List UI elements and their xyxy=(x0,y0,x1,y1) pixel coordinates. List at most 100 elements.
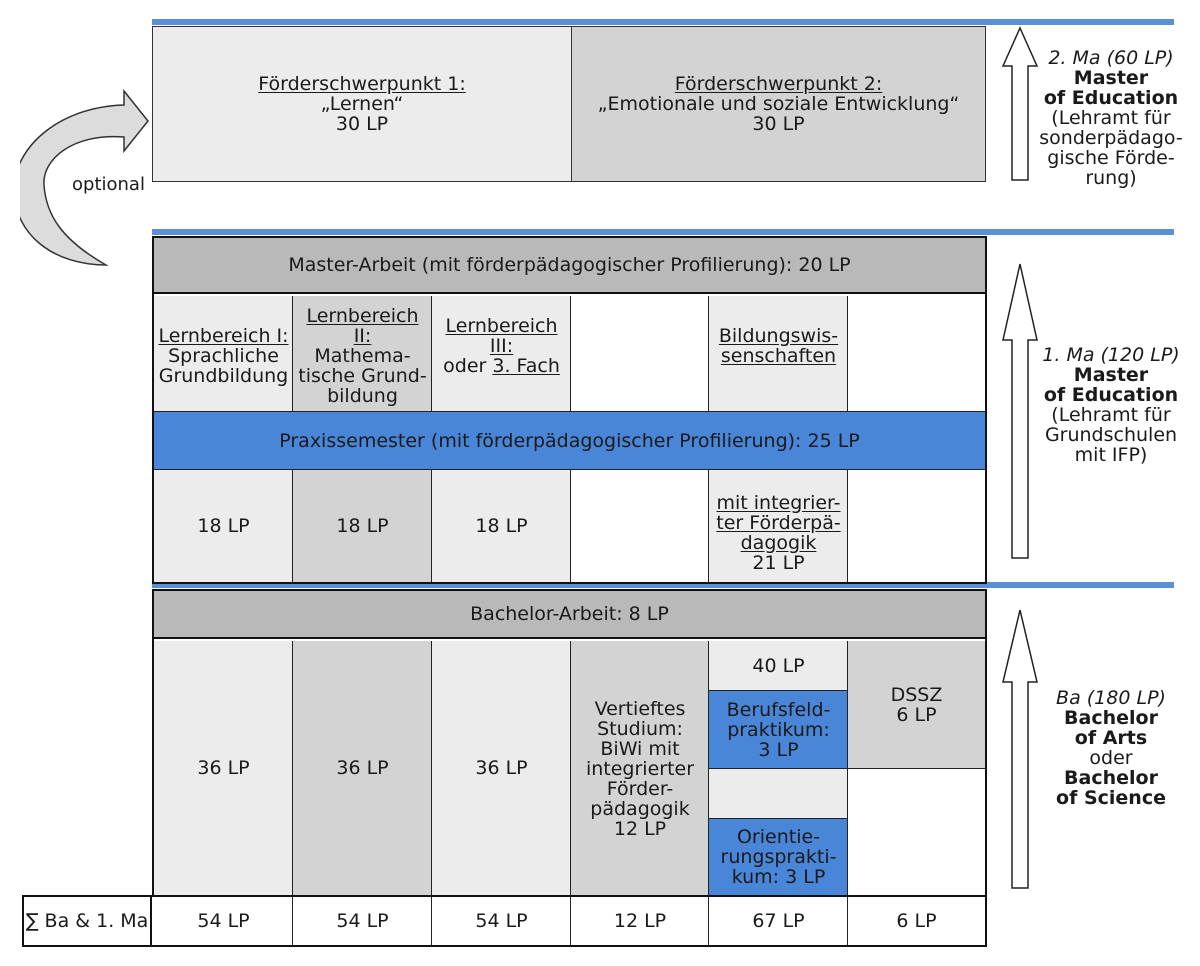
ba-col-divider xyxy=(292,641,293,895)
ma1-col-divider xyxy=(708,469,709,582)
fs1-lp: 30 LP xyxy=(335,113,389,135)
bachelor-arbeit-label: Bachelor-Arbeit: 8 LP xyxy=(470,603,669,625)
lb3-line2: III: xyxy=(489,335,514,357)
sum-col-divider xyxy=(292,897,293,945)
foerderschwerpunkt-2-box: Förderschwerpunkt 2: „Emotionale und soz… xyxy=(571,26,986,182)
foerderschwerpunkt-1-box: Förderschwerpunkt 1: „Lernen“ 30 LP xyxy=(152,26,572,182)
ba-empty-white-cell xyxy=(848,768,985,895)
side-ma1-line3: of Education xyxy=(1043,384,1179,406)
side-label-ma1: 1. Ma (120 LP) Master of Education (Lehr… xyxy=(1036,345,1186,465)
orient-line3: kum: 3 LP xyxy=(731,865,826,888)
vertieft-line7: 12 LP xyxy=(613,818,667,840)
lb2-line3: Mathema- xyxy=(314,345,411,367)
side-ma1-line6: mit IFP) xyxy=(1074,444,1148,466)
vertieft-line3: BiWi mit xyxy=(600,738,680,760)
orient-line1: Orientie- xyxy=(736,825,821,848)
vertieft-line5: Förder- xyxy=(606,778,674,800)
sum-col-divider xyxy=(570,897,571,945)
ma1-row-divider-2 xyxy=(154,469,985,470)
beruf-line2: praktikum: xyxy=(727,718,830,741)
empty-cell-ma1-d xyxy=(848,469,985,582)
up-arrow-ba-icon xyxy=(1002,609,1038,889)
master-arbeit-label: Master-Arbeit (mit förderpädagogischer P… xyxy=(288,254,851,276)
ba-empty-gray-cell xyxy=(709,768,848,818)
sum-cell: 54 LP xyxy=(432,897,571,945)
side-ma2-line6: gische Förde- xyxy=(1047,147,1175,169)
ma1-col-divider xyxy=(292,296,293,412)
lb3-line3b: 3. Fach xyxy=(492,355,560,377)
dssz-line1: DSSZ xyxy=(890,684,943,706)
sum-value-2: 54 LP xyxy=(336,910,389,932)
separator-line-top xyxy=(152,19,1174,25)
sum-cell: 54 LP xyxy=(293,897,432,945)
beruf-line1: Berufsfeld- xyxy=(726,698,831,721)
side-label-ma2: 2. Ma (60 LP) Master of Education (Lehra… xyxy=(1036,48,1186,188)
side-ba-line1: Ba (180 LP) xyxy=(1056,687,1166,709)
biwi-line1: Bildungswis- xyxy=(718,325,839,347)
side-ma2-line1: 2. Ma (60 LP) xyxy=(1048,47,1174,69)
empty-cell-ma1-b xyxy=(848,296,985,412)
fs2-title: Förderschwerpunkt 2: xyxy=(674,73,883,95)
ma1-col-divider xyxy=(431,296,432,412)
side-ma1-line4: (Lehramt für xyxy=(1051,404,1171,426)
lernbereich-1-cell: Lernbereich I: Sprachliche Grundbildung xyxy=(154,296,293,412)
ba-lp-3: 36 LP xyxy=(475,757,528,779)
optional-label: optional xyxy=(70,174,147,195)
lb1-line1: Lernbereich I: xyxy=(158,325,289,347)
vertieft-line1: Vertieftes xyxy=(594,698,686,720)
fs2-sub: „Emotionale und soziale Entwicklung“ xyxy=(597,93,960,115)
separator-line-ba xyxy=(152,582,1174,588)
side-ma1-line5: Grundschulen xyxy=(1044,424,1178,446)
side-ma2-line2: Master xyxy=(1073,67,1149,89)
side-ba-line6: of Science xyxy=(1056,787,1166,809)
ma1-lp-cell-3: 18 LP xyxy=(432,469,571,582)
ma1-lp-cell-2: 18 LP xyxy=(293,469,432,582)
side-ma1-line1: 1. Ma (120 LP) xyxy=(1042,344,1180,366)
sum-col-divider xyxy=(708,897,709,945)
side-ma1-line2: Master xyxy=(1073,364,1149,386)
side-ma2-line5: sonderpädago- xyxy=(1039,127,1183,149)
ma1-col-divider xyxy=(570,469,571,582)
vertieftes-studium-cell: Vertieftes Studium: BiWi mit integrierte… xyxy=(571,641,709,895)
lernbereich-3-cell: Lernbereich III: oder 3. Fach xyxy=(432,296,571,412)
beruf-line3: 3 LP xyxy=(758,738,799,761)
sum-value-4: 12 LP xyxy=(613,910,667,932)
sum-cell: 12 LP xyxy=(571,897,709,945)
bachelor-arbeit-bar: Bachelor-Arbeit: 8 LP xyxy=(154,591,985,639)
sum-label-cell: ∑ Ba & 1. Ma xyxy=(24,897,152,945)
ba-lp40-cell: 40 LP xyxy=(709,641,848,691)
fs2-lp: 30 LP xyxy=(752,113,805,135)
bildungswissenschaften-cell: Bildungswis- senschaften xyxy=(709,296,848,412)
lb2-line1: Lernbereich xyxy=(306,305,419,327)
ma1-col-divider xyxy=(847,296,848,412)
fs1-sub: „Lernen“ xyxy=(320,93,404,115)
side-ba-line4: oder xyxy=(1089,747,1133,769)
ba-row-divider xyxy=(709,768,985,769)
side-ba-line5: Bachelor xyxy=(1064,767,1158,789)
ma1-lp-2: 18 LP xyxy=(336,514,389,537)
optional-curved-arrow-icon xyxy=(20,88,149,266)
lb2-line4: tische Grund- xyxy=(298,365,427,387)
side-ma2-line4: (Lehramt für xyxy=(1051,107,1171,129)
sum-cell: 67 LP xyxy=(709,897,848,945)
sum-label: ∑ Ba & 1. Ma xyxy=(25,910,149,932)
sum-value-1: 54 LP xyxy=(197,910,250,932)
side-ma2-line7: rung) xyxy=(1085,167,1137,189)
dssz-cell: DSSZ 6 LP xyxy=(848,641,985,768)
ba-lp-cell-3: 36 LP xyxy=(432,641,571,895)
sum-cell: 54 LP xyxy=(154,897,293,945)
sum-value-5: 67 LP xyxy=(752,910,805,932)
orient-line2: rungsprakti- xyxy=(720,845,837,868)
ma1-row-divider xyxy=(154,411,985,412)
side-ba-line3: of Arts xyxy=(1074,727,1148,749)
ma1-lp-1: 18 LP xyxy=(197,514,250,537)
sum-value-6: 6 LP xyxy=(896,910,937,932)
empty-cell-ma1-c xyxy=(571,469,709,582)
ba-col-divider xyxy=(431,641,432,895)
lb3-line1: Lernbereich xyxy=(445,315,558,337)
praxissemester-label: Praxissemester (mit förderpädagogischer … xyxy=(279,429,860,452)
ma1-col-divider xyxy=(847,469,848,582)
separator-line-ma1 xyxy=(152,229,1174,235)
ma1-col-divider xyxy=(292,469,293,582)
fs1-title: Förderschwerpunkt 1: xyxy=(258,73,466,95)
